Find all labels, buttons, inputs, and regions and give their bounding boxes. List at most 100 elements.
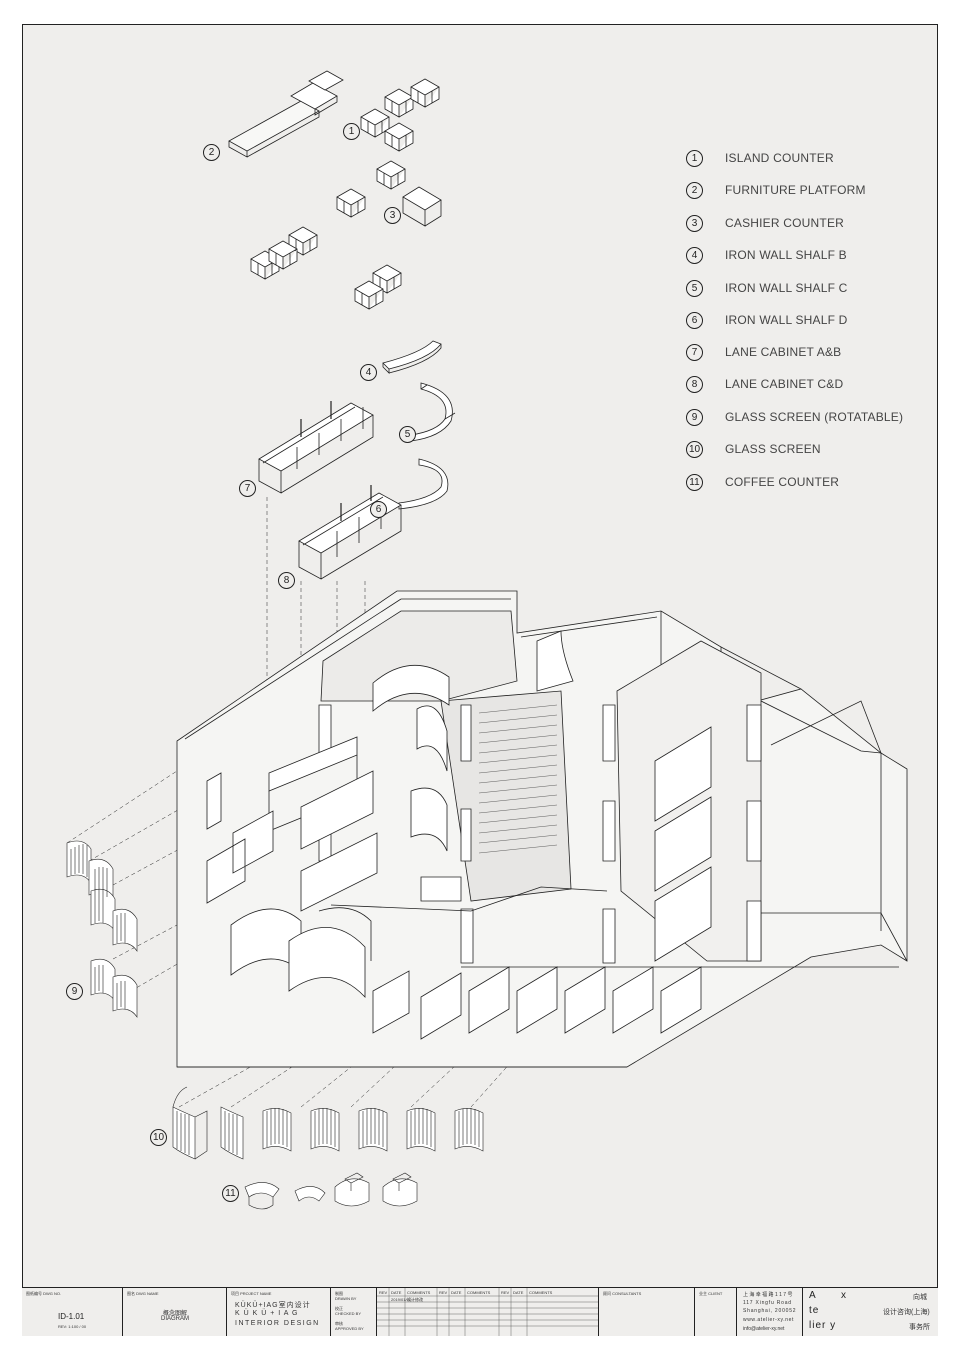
legend-label: LANE CABINET C&D [725, 377, 844, 391]
legend-item-6: 6 IRON WALL SHALF D [686, 310, 848, 330]
island-counter-drawing [250, 78, 440, 310]
legend-item-8: 8 LANE CABINET C&D [686, 374, 843, 394]
dwg-name-cell: 图名 DWG NAME 概念图解 DIAGRAM [122, 1288, 226, 1336]
project-line-2: K Ü K Ü + I A G [235, 1310, 299, 1317]
callout-3: 3 [384, 207, 401, 224]
project-line-3: INTERIOR DESIGN [235, 1320, 320, 1327]
building-axonometric [176, 590, 908, 1068]
logo-row-3-right: 事务所 [909, 1324, 930, 1331]
legend-number: 11 [686, 473, 703, 491]
dwg-name-cn: 概念图解 [163, 1311, 188, 1317]
consultants-caption: 顾问 CONSULTANTS [603, 1291, 642, 1296]
checked-by: CHECKED BY [335, 1311, 362, 1316]
lane-cabinet-ab-drawing [258, 401, 374, 494]
drawn-by: DRAWN BY [335, 1296, 357, 1301]
rev-header: REV [501, 1290, 510, 1295]
callout-11: 11 [222, 1185, 239, 1202]
legend-label: ISLAND COUNTER [725, 151, 834, 165]
date-header: DATE [391, 1290, 402, 1295]
date-header: DATE [513, 1290, 524, 1295]
legend-label: IRON WALL SHALF C [725, 281, 848, 295]
callout-5: 5 [399, 426, 416, 443]
legend-number: 2 [686, 181, 703, 199]
drawn-caption: 制图 [335, 1291, 343, 1296]
logo-row-3-left: lier y [809, 1320, 837, 1331]
legend-item-11: 11 COFFEE COUNTER [686, 472, 839, 492]
comments-header: COMMENTS [467, 1290, 491, 1295]
drawing-sheet: 1 ISLAND COUNTER 2 FURNITURE PLATFORM 3 … [22, 24, 938, 1335]
exploded-axonometric-diagram [66, 70, 908, 1210]
rev-date-1: 2019/01/01 [391, 1297, 412, 1302]
lane-cabinet-cd-drawing [298, 485, 402, 580]
dwg-no-cell: 图纸编号 DWG NO. ID-1.01 REV: 1:100 / 00 [22, 1288, 122, 1336]
glass-screen-drawing [172, 1086, 484, 1160]
rev-scale: REV: 1:100 / 00 [58, 1324, 87, 1329]
rev-header: REV [439, 1290, 448, 1295]
legend-item-4: 4 IRON WALL SHALF B [686, 245, 847, 265]
legend-item-2: 2 FURNITURE PLATFORM [686, 180, 866, 200]
address-email: info@atelier-xy.net [743, 1326, 785, 1332]
legend-number: 10 [686, 440, 703, 458]
callout-1: 1 [343, 123, 360, 140]
legend-label: IRON WALL SHALF B [725, 248, 847, 262]
iron-wall-shelf-c-drawing [410, 382, 456, 442]
callout-8: 8 [278, 572, 295, 589]
callout-7: 7 [239, 480, 256, 497]
dwg-name-caption: 图名 DWG NAME [127, 1291, 159, 1296]
title-block: 图纸编号 DWG NO. ID-1.01 REV: 1:100 / 00 图名 … [22, 1287, 938, 1336]
callout-10: 10 [150, 1129, 167, 1146]
legend-number: 9 [686, 408, 703, 426]
cashier-counter-drawing [402, 186, 442, 227]
legend-label: LANE CABINET A&B [725, 345, 842, 359]
address-city: Shanghai, 200052 [743, 1308, 797, 1314]
furniture-platform-drawing [228, 70, 344, 158]
project-caption: 项目 PROJECT NAME [231, 1291, 272, 1296]
logo-row-2-left: te [809, 1305, 820, 1316]
revision-cell: REV DATE COMMENTS REV DATE COMMENTS REV … [376, 1288, 599, 1336]
legend-item-9: 9 GLASS SCREEN (ROTATABLE) [686, 407, 903, 427]
legend-label: FURNITURE PLATFORM [725, 183, 866, 197]
project-cell: 项目 PROJECT NAME KÜKÜ+IAG室内设计 K Ü K Ü + I… [226, 1288, 330, 1336]
logo-row-2-right: 设计咨询(上海) [883, 1309, 930, 1316]
legend-number: 3 [686, 214, 703, 232]
legend-label: CASHIER COUNTER [725, 216, 845, 230]
iron-wall-shelf-d-drawing [398, 458, 449, 510]
revision-grid [377, 1288, 599, 1336]
glass-screen-rotatable-drawing [66, 840, 138, 1018]
logo-row-1-left: A [809, 1290, 817, 1301]
client-cell: 业主 CLIENT [694, 1288, 736, 1336]
address-cell: 上 海 幸 福 路 1 1 7 号 117 Xingfu Road Shangh… [736, 1288, 802, 1336]
legend-number: 8 [686, 375, 703, 393]
logo-row-1-mid: x [841, 1290, 847, 1301]
comments-header: COMMENTS [407, 1290, 431, 1295]
client-caption: 业主 CLIENT [699, 1291, 723, 1296]
legend-label: GLASS SCREEN [725, 442, 821, 456]
legend-item-3: 3 CASHIER COUNTER [686, 213, 844, 233]
consultants-cell: 顾问 CONSULTANTS [598, 1288, 694, 1336]
rev-comment-1: 设计修改 [407, 1297, 423, 1302]
callout-4: 4 [360, 364, 377, 381]
legend-label: COFFEE COUNTER [725, 475, 840, 489]
callout-6: 6 [370, 501, 387, 518]
project-line-1: KÜKÜ+IAG室内设计 [235, 1302, 311, 1309]
checked-caption: 校正 [335, 1306, 343, 1311]
dwg-name-en: DIAGRAM [161, 1316, 190, 1322]
legend-number: 7 [686, 343, 703, 361]
legend-number: 1 [686, 149, 703, 167]
legend-label: GLASS SCREEN (ROTATABLE) [725, 410, 904, 424]
callout-2: 2 [203, 144, 220, 161]
approved-by: APPROVED BY [335, 1326, 364, 1331]
legend-item-10: 10 GLASS SCREEN [686, 439, 821, 459]
dwg-no: ID-1.01 [58, 1312, 85, 1321]
logo-row-1-right: 向城 [913, 1294, 927, 1301]
legend-number: 4 [686, 246, 703, 264]
legend-item-1: 1 ISLAND COUNTER [686, 148, 834, 168]
approved-caption: 审核 [335, 1321, 343, 1326]
legend-number: 5 [686, 279, 703, 297]
date-header: DATE [451, 1290, 462, 1295]
rev-header: REV [379, 1290, 388, 1295]
legend-label: IRON WALL SHALF D [725, 313, 848, 327]
address-cn: 上 海 幸 福 路 1 1 7 号 [743, 1292, 793, 1298]
comments-header: COMMENTS [529, 1290, 553, 1295]
address-en: 117 Xingfu Road [743, 1300, 792, 1306]
